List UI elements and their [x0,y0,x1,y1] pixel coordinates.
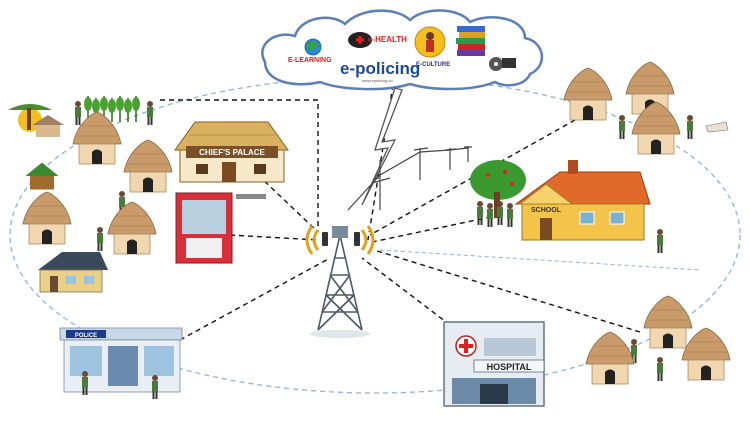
link-hospital [361,257,451,326]
police-station: POLICE [59,327,183,399]
elearning-label: E-LEARNING [288,57,332,64]
link-cloud [367,84,394,241]
hospital-cross-icon [459,339,473,353]
hospital: HOSPITAL [443,321,545,407]
signal-waves-icon [305,225,375,255]
elearning-logo: E-LEARNING [288,38,332,64]
network-links [160,84,641,341]
top-right-village-huts [563,61,729,155]
cell-tower [305,225,375,338]
left-house [38,252,108,293]
eculture-logo: E-CULTURE [414,26,450,68]
school-label: SCHOOL [531,207,562,214]
epolicing-label: e-policing [340,59,420,78]
link-police [179,257,331,341]
ehealth-logo: e-HEALTH [348,32,407,48]
link-school-blue [379,249,701,271]
hospital-label: HOSPITAL [487,362,532,372]
link-kiosk [229,234,319,241]
chiefs-palace-label: CHIEF'S PALACE [199,148,265,157]
epolicing-url: www.epolicing.co [362,78,393,83]
left-village-huts [22,111,173,293]
police-label: POLICE [75,333,97,339]
chiefs-palace: CHIEF'S PALACE [174,121,289,183]
link-huts-bottom-right [373,249,641,333]
community-kiosk [175,192,266,264]
film-reel-icon [489,57,516,71]
books-icon [456,26,485,56]
cloud-services: E-LEARNING e-HEALTH e-policing www.epoli… [261,9,544,91]
lightning-bolt-icon [361,87,403,206]
bottom-right-village-huts [585,295,731,385]
school: SCHOOL [470,160,663,253]
power-lines [347,146,472,211]
link-palace [257,174,319,233]
eculture-label: E-CULTURE [416,62,450,68]
farm-scene [8,96,153,137]
link-farm [160,99,319,232]
ehealth-label: e-HEALTH [368,35,407,44]
